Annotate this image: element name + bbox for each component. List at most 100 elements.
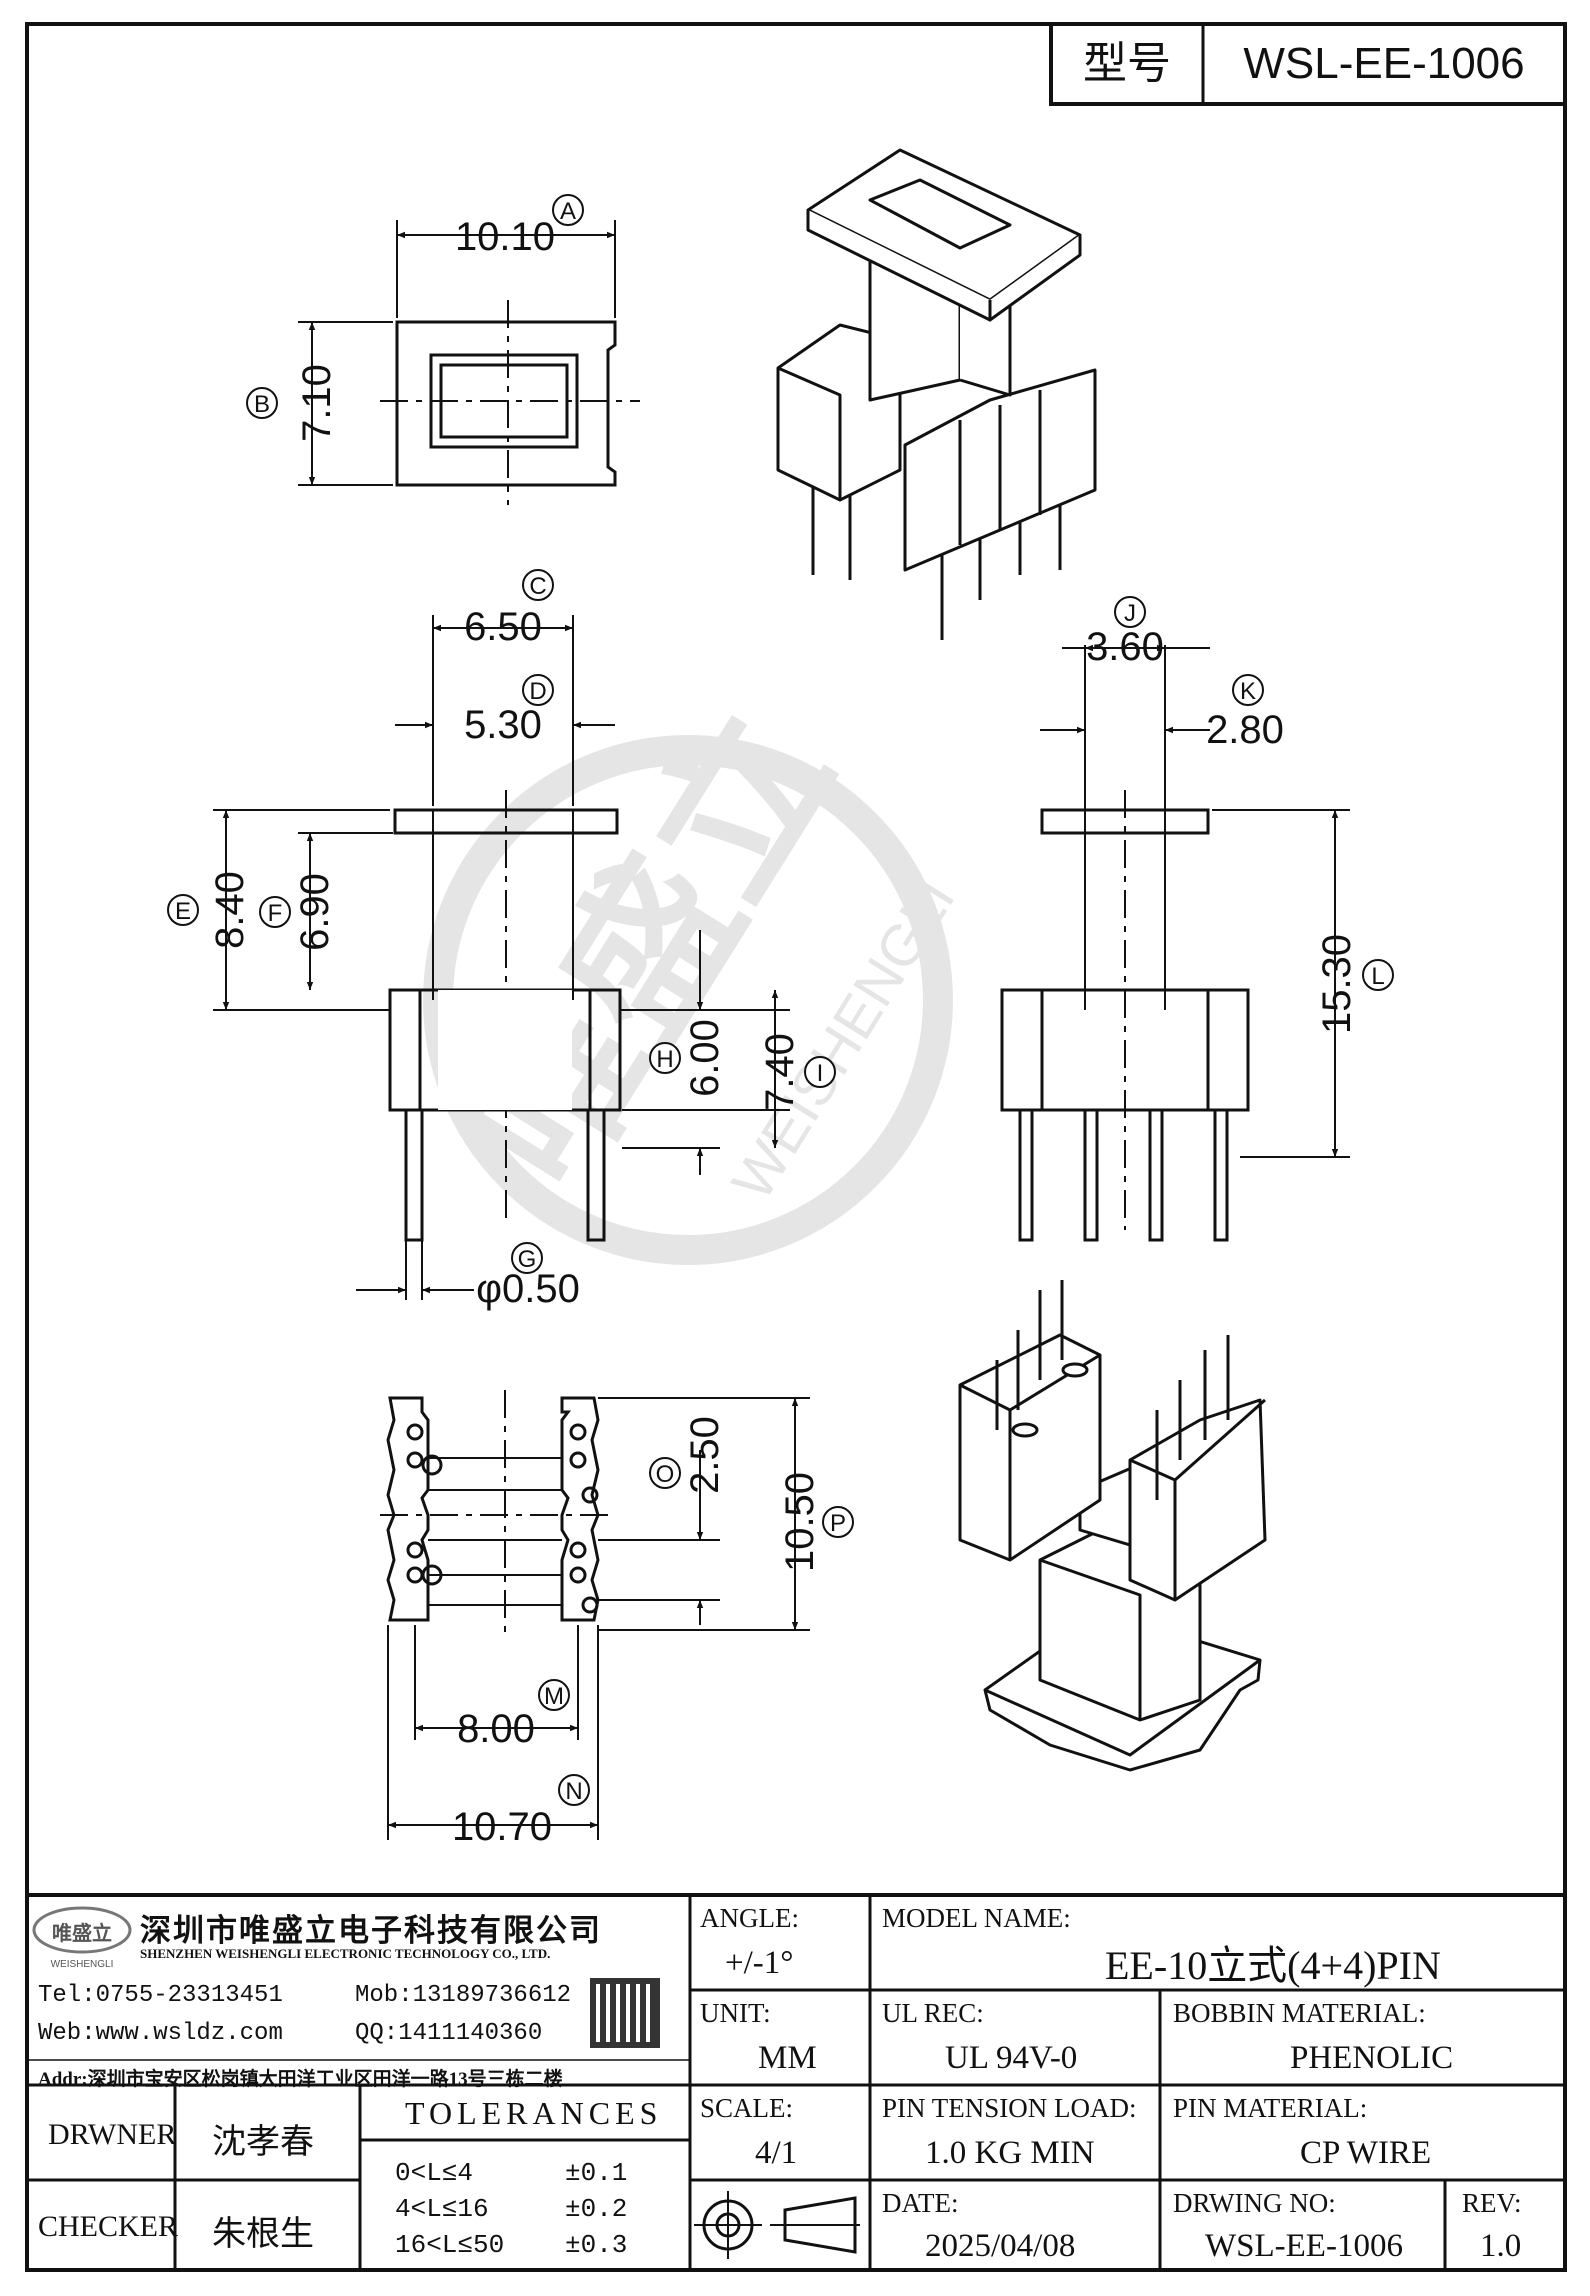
model-name-label: MODEL NAME: bbox=[882, 1903, 1071, 1933]
scale-value: 4/1 bbox=[755, 2135, 798, 2171]
tolerance-range-2: 4<L≤16 bbox=[395, 2194, 489, 2224]
company-name-en: SHENZHEN WEISHENGLI ELECTRONIC TECHNOLOG… bbox=[140, 1946, 551, 1961]
dim-j-letter: J bbox=[1124, 600, 1136, 627]
bobbin-material-label: BOBBIN MATERIAL: bbox=[1173, 1998, 1426, 2028]
dim-f-letter: F bbox=[268, 900, 283, 927]
dim-m-value: 8.00 bbox=[457, 1707, 535, 1751]
dim-p-callout: P bbox=[822, 1506, 854, 1538]
dim-c-letter: C bbox=[529, 573, 546, 600]
top-view bbox=[298, 220, 640, 505]
ul-rec-value: UL 94V-0 bbox=[945, 2040, 1078, 2076]
logo-sub: WEISHENGLI bbox=[51, 1959, 114, 1970]
angle-label: ANGLE: bbox=[700, 1903, 799, 1933]
dim-k-letter: K bbox=[1240, 678, 1256, 705]
dim-a-callout: A bbox=[552, 194, 584, 226]
dim-l-value: 15.30 bbox=[1315, 934, 1359, 1034]
qr-code bbox=[590, 1978, 660, 2048]
rev-label: REV: bbox=[1462, 2188, 1522, 2218]
dim-c-value: 6.50 bbox=[464, 605, 542, 649]
dim-p-letter: P bbox=[830, 1510, 846, 1537]
bottom-view bbox=[380, 1390, 810, 1840]
tolerance-value-1: ±0.1 bbox=[565, 2158, 628, 2188]
dim-p-value: 10.50 bbox=[778, 1472, 822, 1572]
dim-m-callout: M bbox=[538, 1679, 570, 1711]
isometric-view-bottom bbox=[958, 1280, 1267, 1772]
ul-rec-label: UL REC: bbox=[882, 1998, 984, 2028]
title-block-grid bbox=[27, 1893, 1565, 2270]
model-header-value: WSL-EE-1006 bbox=[1243, 39, 1524, 88]
dim-d-letter: D bbox=[529, 678, 546, 705]
sheet-border bbox=[25, 22, 1567, 2272]
dim-e-callout: E bbox=[167, 894, 199, 926]
model-header-label: 型号 bbox=[1083, 39, 1171, 88]
dim-f-value: 6.90 bbox=[293, 873, 337, 951]
checker-value: 朱根生 bbox=[212, 2216, 314, 2253]
tolerances-title: TOLERANCES bbox=[405, 2095, 663, 2131]
dim-m-letter: M bbox=[544, 1683, 564, 1710]
dim-e-value: 8.40 bbox=[208, 871, 252, 949]
company-addr: Addr:深圳市宝安区松岗镇大田洋工业区田洋一路13号三栋二楼 bbox=[38, 2069, 563, 2090]
logo-text: 唯盛立 bbox=[52, 1921, 112, 1945]
dim-l-callout: L bbox=[1362, 959, 1394, 991]
model-header-box: 型号 WSL-EE-1006 bbox=[1049, 22, 1567, 106]
isometric-view-top bbox=[776, 148, 1097, 640]
pin-material-value: CP WIRE bbox=[1300, 2135, 1432, 2171]
dim-j-callout: J bbox=[1114, 596, 1146, 628]
company-tel: Tel:0755-23313451 bbox=[38, 1982, 283, 2009]
dim-b-value: 7.10 bbox=[295, 364, 339, 442]
dim-g-letter: G bbox=[518, 1246, 537, 1273]
drawer-label: DRWNER bbox=[48, 2118, 177, 2151]
checker-label: CHECKER bbox=[38, 2210, 179, 2243]
projection-symbol bbox=[694, 2191, 860, 2259]
dim-f-callout: F bbox=[259, 896, 291, 928]
dim-h-value: 6.00 bbox=[683, 1019, 727, 1097]
drawing-no-label: DRWING NO: bbox=[1173, 2188, 1336, 2218]
dim-d-callout: D bbox=[522, 674, 554, 706]
dim-n-letter: N bbox=[565, 1778, 582, 1805]
dim-i-value: 7.40 bbox=[758, 1033, 802, 1111]
tolerance-value-3: ±0.3 bbox=[565, 2230, 628, 2260]
dim-b-letter: B bbox=[254, 391, 270, 418]
dim-n-callout: N bbox=[558, 1774, 590, 1806]
pin-tension-label: PIN TENSION LOAD: bbox=[882, 2093, 1137, 2123]
dim-j-value: 3.60 bbox=[1086, 625, 1164, 669]
dim-a-letter: A bbox=[560, 198, 576, 225]
dim-n-value: 10.70 bbox=[452, 1805, 552, 1849]
dim-i-callout: I bbox=[804, 1056, 836, 1088]
pin-tension-value: 1.0 KG MIN bbox=[925, 2135, 1095, 2171]
rev-value: 1.0 bbox=[1480, 2228, 1522, 2264]
dim-k-callout: K bbox=[1232, 674, 1264, 706]
dim-o-value: 2.50 bbox=[683, 1416, 727, 1494]
dim-e-letter: E bbox=[175, 898, 191, 925]
company-mob: Mob:13189736612 bbox=[355, 1982, 572, 2009]
watermark: 唯盛立 WEISHENGLI bbox=[423, 683, 968, 1265]
dim-h-callout: H bbox=[649, 1042, 681, 1074]
dim-c-callout: C bbox=[522, 569, 554, 601]
dim-a-value: 10.10 bbox=[455, 215, 555, 259]
drawer-value: 沈孝春 bbox=[212, 2124, 314, 2161]
dim-k-value: 2.80 bbox=[1206, 708, 1284, 752]
dim-g-value: φ0.50 bbox=[476, 1267, 580, 1311]
scale-label: SCALE: bbox=[700, 2093, 794, 2123]
side-view bbox=[1000, 644, 1350, 1242]
dim-i-letter: I bbox=[817, 1060, 824, 1087]
dim-h-letter: H bbox=[656, 1046, 673, 1073]
model-name-value: EE-10立式(4+4)PIN bbox=[1105, 1943, 1441, 1988]
dim-o-callout: O bbox=[649, 1457, 681, 1489]
dim-o-letter: O bbox=[656, 1461, 675, 1488]
bobbin-material-value: PHENOLIC bbox=[1290, 2040, 1454, 2076]
date-value: 2025/04/08 bbox=[925, 2228, 1076, 2264]
angle-value: +/-1° bbox=[725, 1945, 794, 1981]
company-qq: QQ:1411140360 bbox=[355, 2020, 543, 2047]
unit-label: UNIT: bbox=[700, 1998, 771, 2028]
drawing-no-value: WSL-EE-1006 bbox=[1205, 2228, 1403, 2264]
unit-value: MM bbox=[758, 2040, 817, 2076]
company-logo: 唯盛立 WEISHENGLI bbox=[32, 1906, 132, 1970]
dim-l-letter: L bbox=[1371, 963, 1384, 990]
dim-b-callout: B bbox=[246, 387, 278, 419]
tolerance-value-2: ±0.2 bbox=[565, 2194, 628, 2224]
company-name-cn: 深圳市唯盛立电子科技有限公司 bbox=[140, 1913, 602, 1948]
tolerance-range-3: 16<L≤50 bbox=[395, 2230, 505, 2260]
date-label: DATE: bbox=[882, 2188, 959, 2218]
